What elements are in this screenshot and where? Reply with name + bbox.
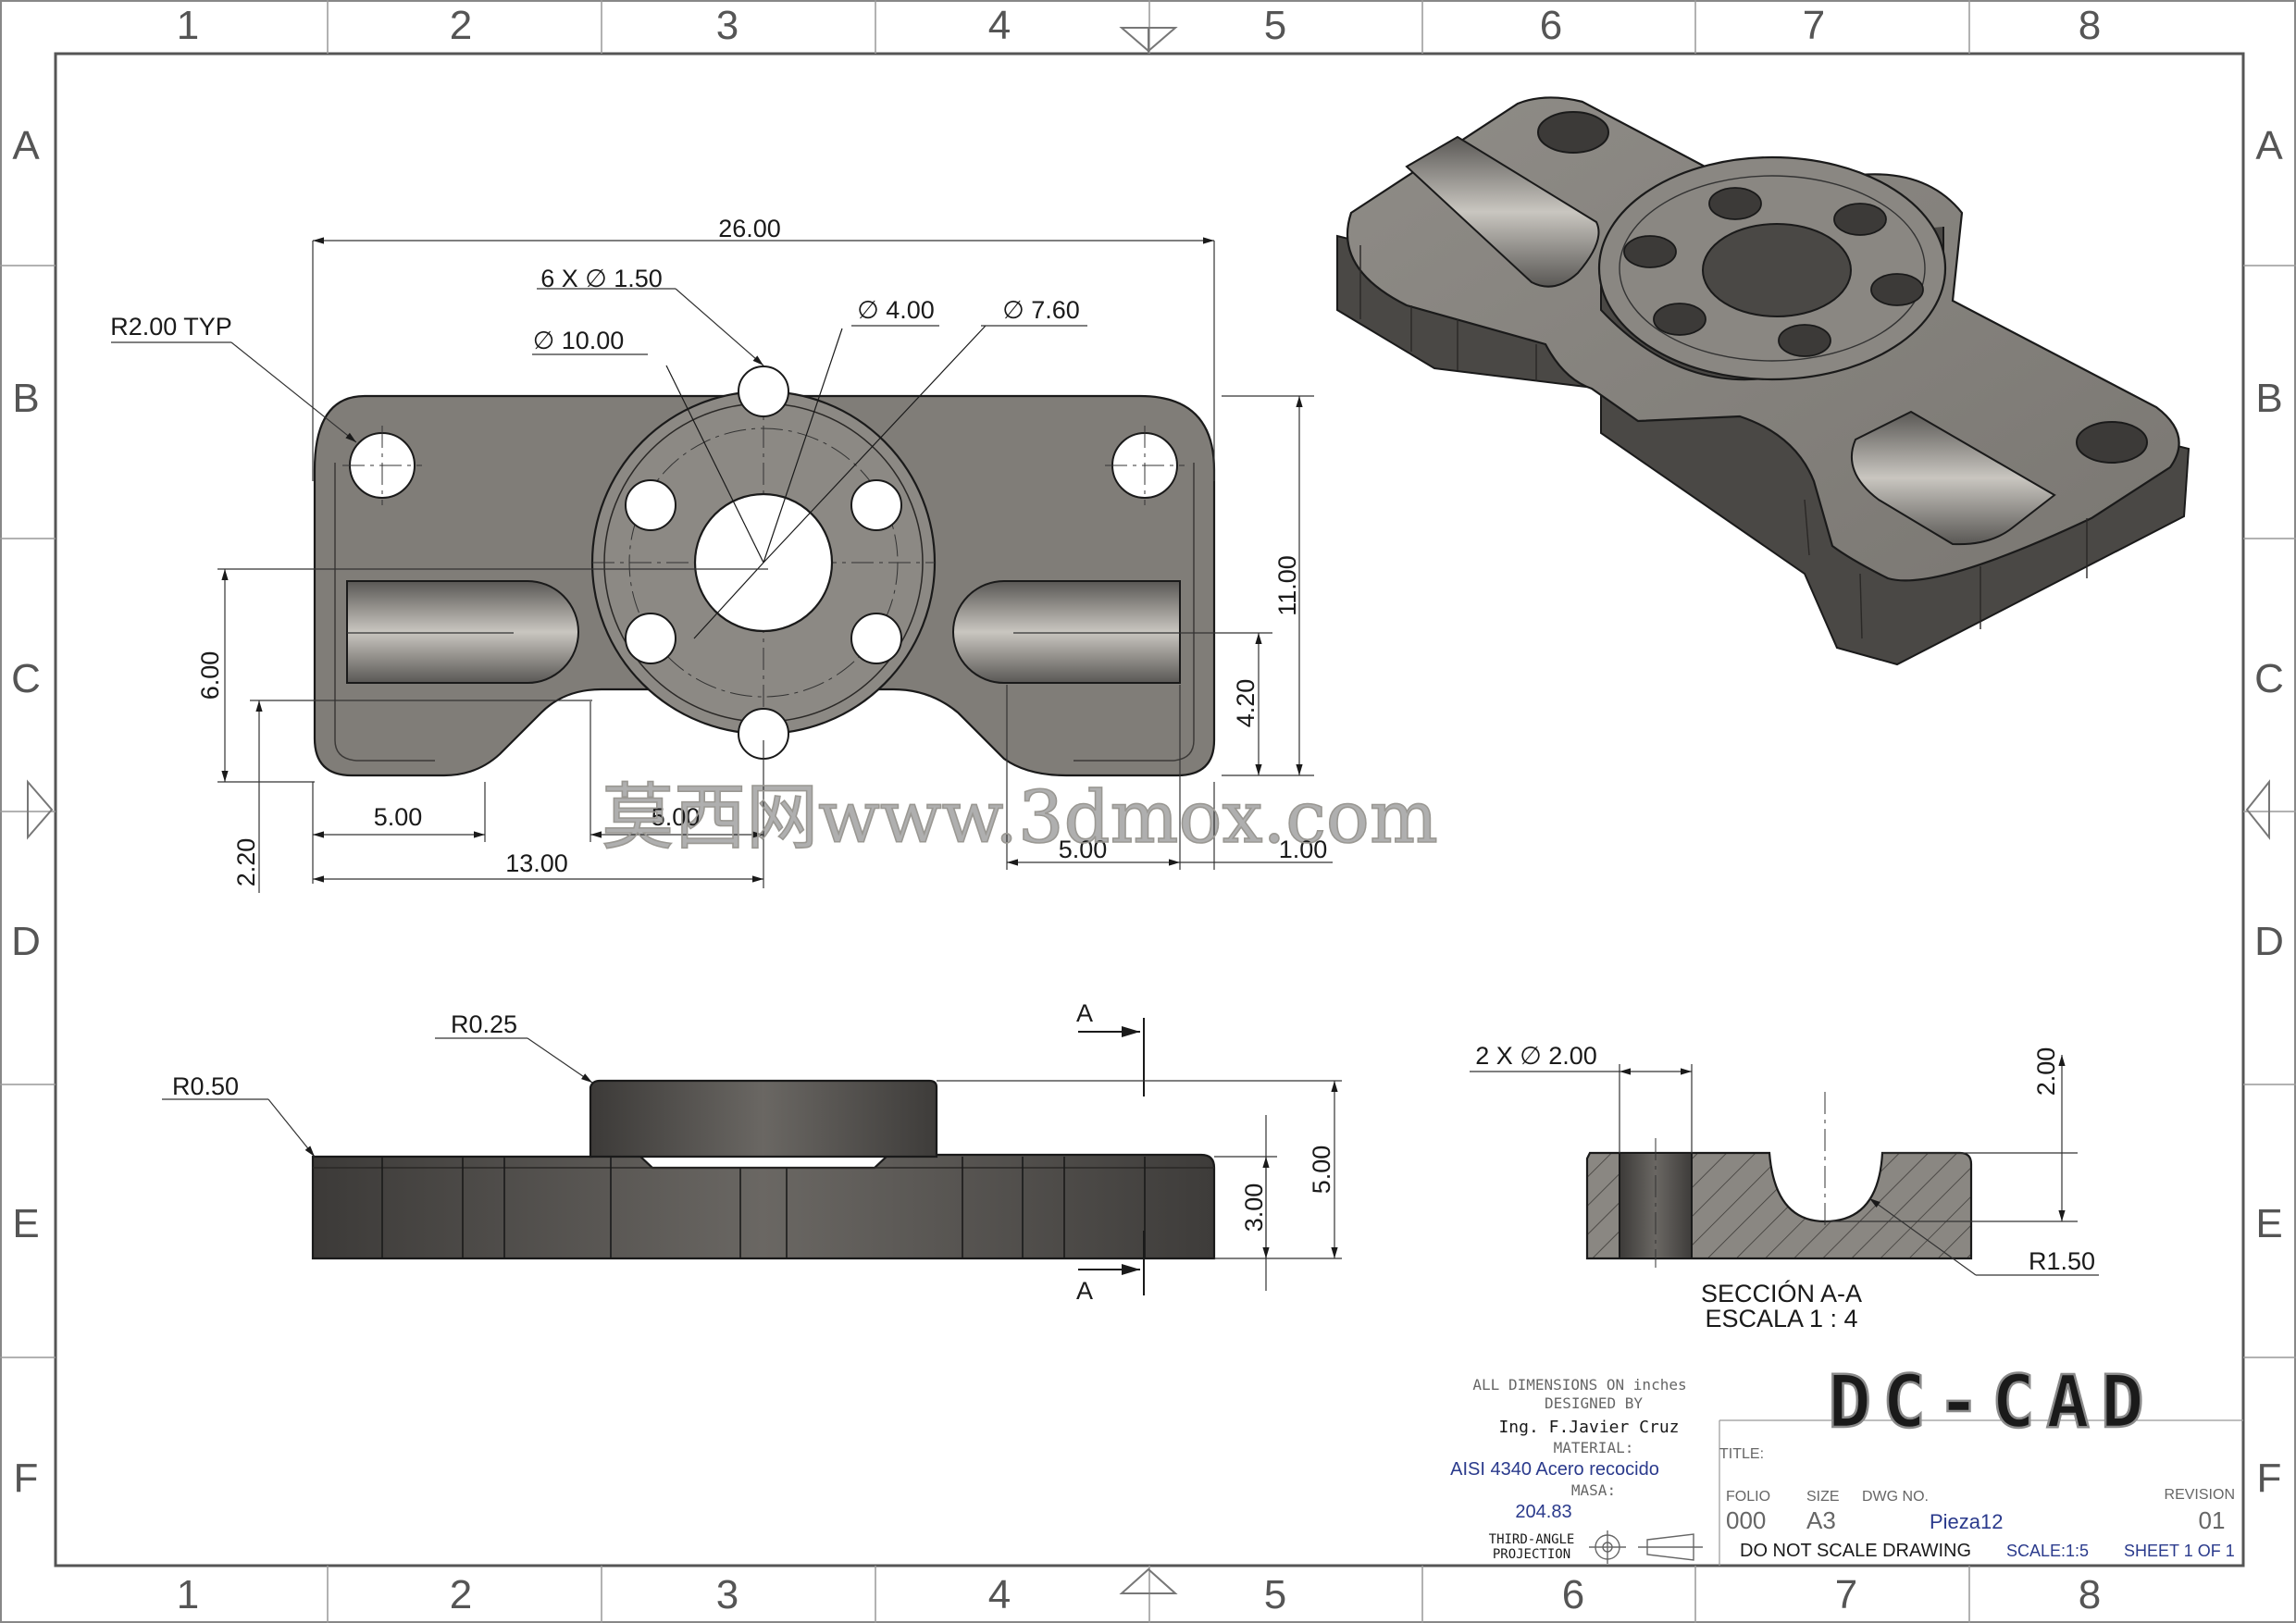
dim-five-mid: 5.00 (652, 803, 701, 831)
size-value: A3 (1806, 1506, 1836, 1534)
dim-offset-220: 2.20 (232, 838, 260, 887)
col-label-bottom: 8 (2079, 1572, 2101, 1617)
scale-value: SCALE:1:5 (2006, 1542, 2089, 1560)
row-label-left: E (12, 1201, 39, 1246)
size-label: SIZE (1806, 1489, 1840, 1505)
col-label-bottom: 7 (1835, 1572, 1857, 1617)
section-view: 2 X ∅ 2.00 2.00 R1.50 SECCIÓN A-A ESCALA… (1470, 1042, 2099, 1332)
col-label-bottom: 6 (1562, 1572, 1584, 1617)
revision-label: REVISION (2165, 1487, 2235, 1503)
front-view-base (311, 1153, 1216, 1260)
slot-right (952, 580, 1181, 684)
logo: DC-CAD (1827, 1360, 2155, 1446)
col-label-top: 3 (716, 3, 738, 48)
dim-section-radius: R1.50 (2029, 1247, 2095, 1275)
col-label-top: 2 (450, 3, 472, 48)
projection-line2: PROJECTION (1493, 1547, 1570, 1562)
material-value: AISI 4340 Acero recocido (1450, 1459, 1659, 1480)
dim-section-holes: 2 X ∅ 2.00 (1475, 1042, 1597, 1070)
dim-corner-radius: R2.00 TYP (110, 313, 232, 341)
mass-label: MASA: (1571, 1481, 1616, 1499)
row-label-right: F (2257, 1456, 2282, 1501)
col-label-top: 6 (1540, 3, 1562, 48)
dim-boss: ∅ 7.60 (1002, 296, 1080, 324)
row-label-right: E (2255, 1201, 2282, 1246)
front-view: A A R0.25 R0.50 3.00 5.00 (162, 999, 1342, 1305)
row-label-right: B (2255, 376, 2282, 421)
dim-thirteen: 13.00 (505, 849, 568, 877)
units-note: ALL DIMENSIONS ON inches (1472, 1376, 1686, 1394)
dim-fillet-base: R0.50 (172, 1072, 239, 1100)
col-label-top: 7 (1803, 3, 1825, 48)
dim-base-thickness: 3.00 (1240, 1183, 1268, 1233)
col-label-bottom: 2 (450, 1572, 472, 1617)
dim-overall-width: 11.00 (1273, 555, 1301, 616)
projection-symbol-icon (1589, 1530, 1703, 1564)
designer-name: Ing. F.Javier Cruz (1498, 1418, 1679, 1437)
dim-bolt-holes: 6 X ∅ 1.50 (540, 265, 663, 292)
col-label-bottom: 5 (1264, 1572, 1286, 1617)
col-label-top: 4 (988, 3, 1011, 48)
dim-five-right: 5.00 (1059, 836, 1108, 863)
bolt-holes (625, 365, 902, 760)
sheet-value: SHEET 1 OF 1 (2124, 1542, 2235, 1560)
folio-label: FOLIO (1726, 1489, 1770, 1505)
isometric-view (1336, 96, 2191, 666)
scale-note: DO NOT SCALE DRAWING (1740, 1541, 1971, 1561)
slot-left (346, 580, 579, 684)
top-view (313, 325, 1216, 777)
col-label-bottom: 4 (988, 1572, 1011, 1617)
col-label-bottom: 3 (716, 1572, 738, 1617)
col-label-top: 5 (1264, 3, 1286, 48)
projection-line1: THIRD-ANGLE (1489, 1532, 1575, 1547)
svg-text:DC-CAD: DC-CAD (1828, 1361, 2155, 1444)
dim-bore: ∅ 4.00 (857, 296, 935, 324)
dim-overall-length: 26.00 (718, 215, 781, 242)
dim-five-left: 5.00 (374, 803, 423, 831)
col-label-bottom: 1 (177, 1572, 199, 1617)
row-label-right: D (2254, 919, 2284, 964)
row-label-left: D (11, 919, 41, 964)
folio-value: 000 (1726, 1506, 1766, 1534)
title-block: ALL DIMENSIONS ON inches DESIGNED BY Ing… (1450, 1360, 2243, 1566)
top-view-dimensions: 26.00 6 X ∅ 1.50 R2.00 TYP ∅ 10.00 ∅ 4.0… (110, 215, 1333, 893)
row-label-left: A (12, 123, 40, 168)
material-label: MATERIAL: (1554, 1439, 1634, 1456)
section-title: SECCIÓN A-A (1701, 1279, 1862, 1307)
row-label-left: B (12, 376, 39, 421)
dim-offset-420: 4.20 (1232, 679, 1260, 728)
dim-slot-height: 6.00 (196, 651, 224, 700)
dim-fillet-top: R0.25 (451, 1010, 517, 1038)
front-view-boss (589, 1079, 938, 1158)
row-label-right: C (2254, 656, 2284, 701)
revision-value: 01 (2199, 1506, 2226, 1534)
col-label-top: 8 (2079, 3, 2101, 48)
grid-labels: 1 2 3 4 5 6 7 8 1 2 3 4 5 6 7 8 A B C D … (11, 3, 2284, 1617)
dwg-label: DWG NO. (1862, 1489, 1929, 1505)
designed-by-label: DESIGNED BY (1545, 1394, 1643, 1412)
row-label-right: A (2255, 123, 2283, 168)
dim-bolt-circle: ∅ 10.00 (533, 327, 625, 354)
row-label-left: C (11, 656, 41, 701)
mass-value: 204.83 (1515, 1502, 1571, 1522)
dim-total-height: 5.00 (1308, 1146, 1335, 1195)
section-marker-bottom: A (1076, 1277, 1093, 1305)
watermark: 莫西网www.3dmox.com (602, 776, 1438, 860)
col-label-top: 1 (177, 3, 199, 48)
dwg-value: Pieza12 (1930, 1510, 2004, 1533)
section-marker-top: A (1076, 999, 1093, 1027)
title-label: TITLE: (1719, 1446, 1764, 1462)
row-label-left: F (14, 1456, 39, 1501)
section-scale: ESCALA 1 : 4 (1705, 1305, 1857, 1332)
dim-one: 1.00 (1279, 836, 1328, 863)
dim-section-depth: 2.00 (2032, 1047, 2060, 1096)
